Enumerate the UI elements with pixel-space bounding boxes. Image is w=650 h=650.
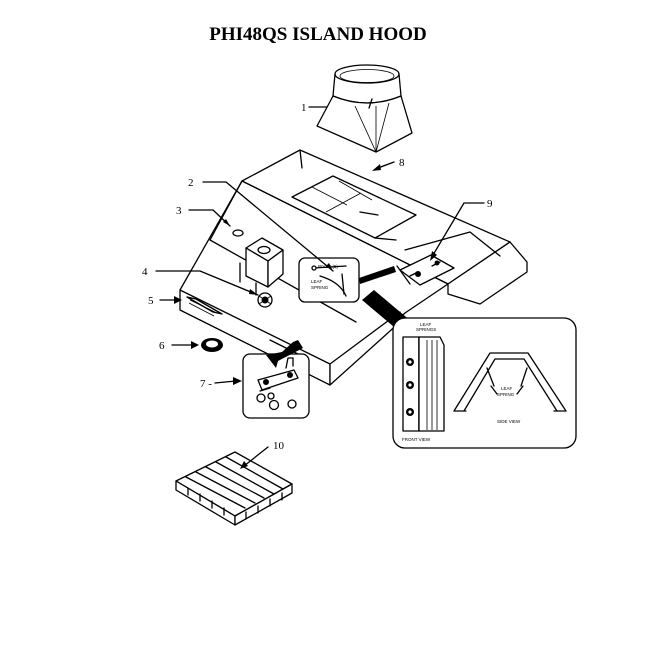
diagram-title: PHI48QS ISLAND HOOD: [209, 24, 426, 45]
side-view-label: SIDE VIEW: [497, 419, 521, 424]
callout-8: 8: [399, 157, 405, 169]
fan-control-knob: [257, 292, 273, 308]
lamp-socket-inset: [242, 353, 310, 419]
leaf-spring-label-b: SPRING: [497, 392, 515, 397]
grease-filter-part: [175, 451, 293, 526]
duct-transition-part: [316, 64, 413, 153]
leaf-spring-label-a: LEAF: [311, 279, 323, 284]
leaf-spring-label-b: SPRING: [311, 285, 329, 290]
leaf-springs-label-b: SPRINGS: [416, 327, 436, 332]
front-view-label: FRONT VIEW: [402, 437, 431, 442]
callout-4: 4: [142, 266, 148, 278]
callout-10: 10: [273, 440, 285, 452]
hood-body: [179, 149, 528, 386]
leaf-spring-inset: LEAF SPRINGS LEAF SPRING FRONT VIEW SIDE…: [392, 317, 577, 449]
leaf-springs-label-a: LEAF: [420, 322, 432, 327]
grommet-part: [232, 229, 244, 237]
lamp-inset-arrow: [266, 340, 303, 368]
callout-7: 7 -: [200, 378, 212, 390]
leader-lines: [155, 106, 485, 469]
callout-2: 2: [188, 177, 194, 189]
callout-6: 6: [159, 340, 165, 352]
callout-5: 5: [148, 295, 154, 307]
callout-9: 9: [487, 198, 493, 210]
leaf-spring-label-a: LEAF: [501, 386, 513, 391]
callout-3: 3: [176, 205, 182, 217]
light-ring-part: [201, 338, 223, 352]
callout-1: 1: [301, 102, 307, 114]
small-inset-pointer: [359, 266, 396, 284]
